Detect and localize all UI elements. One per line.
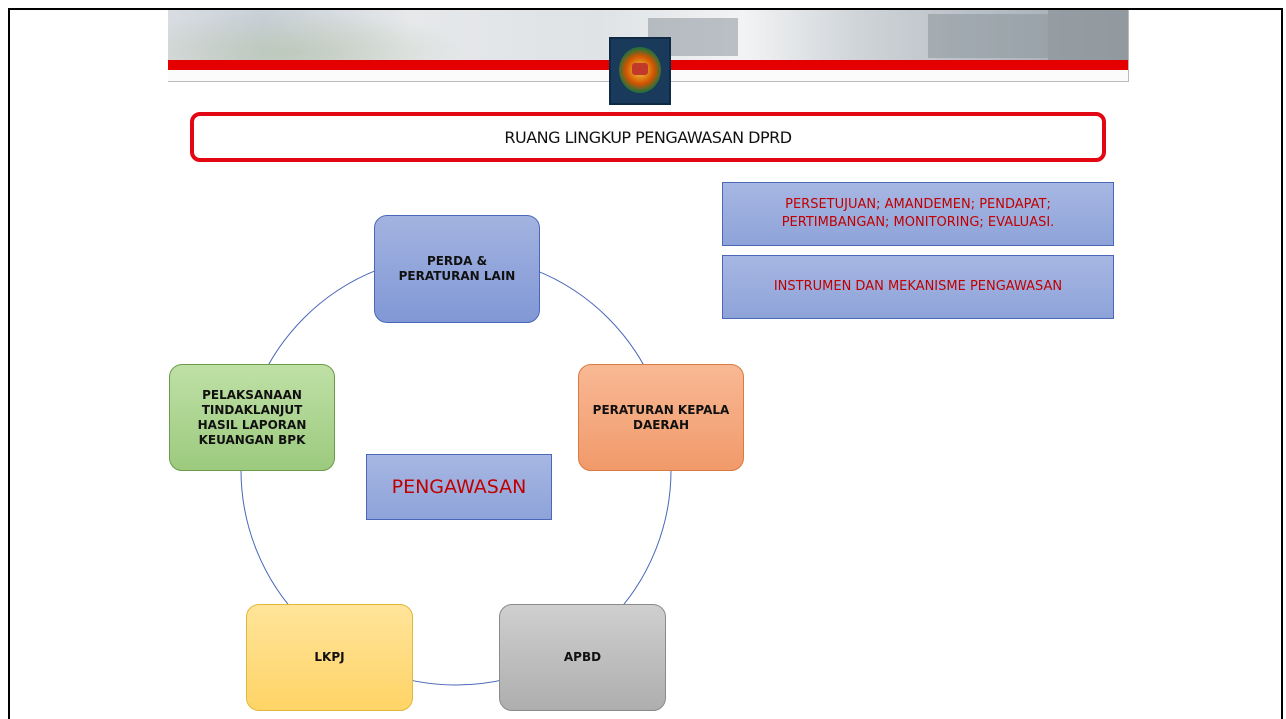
cycle-node-label: PELAKSANAAN TINDAKLANJUT HASIL LAPORAN K…: [197, 387, 307, 447]
cycle-node-peraturan-kepala-daerah: PERATURAN KEPALA DAERAH: [578, 364, 744, 471]
center-label-text: PENGAWASAN: [391, 476, 527, 498]
header-banner: [168, 10, 1129, 82]
info-box-instruments: INSTRUMEN DAN MEKANISME PENGAWASAN: [722, 255, 1114, 319]
page-title: RUANG LINGKUP PENGAWASAN DPRD: [190, 112, 1106, 162]
banner-building: [928, 14, 1048, 58]
center-label-pengawasan: PENGAWASAN: [366, 454, 552, 520]
cycle-node-label: APBD: [563, 650, 602, 664]
banner-building: [1048, 10, 1128, 60]
cycle-node-label: PERATURAN KEPALA DAERAH: [592, 402, 730, 432]
cycle-node-apbd: APBD: [499, 604, 666, 711]
frame-right-border: [1281, 8, 1283, 719]
garuda-emblem-logo: [609, 37, 671, 105]
info-box-text: PERSETUJUAN; AMANDEMEN; PENDAPAT; PERTIM…: [781, 197, 1055, 230]
cycle-node-label: PERDA & PERATURAN LAIN: [398, 254, 516, 283]
emblem-core: [632, 63, 648, 75]
info-box-supervision-actions: PERSETUJUAN; AMANDEMEN; PENDAPAT; PERTIM…: [722, 182, 1114, 246]
cycle-node-tindaklanjut-bpk: PELAKSANAAN TINDAKLANJUT HASIL LAPORAN K…: [169, 364, 335, 471]
cycle-node-perda: PERDA & PERATURAN LAIN: [374, 215, 540, 323]
frame-left-border: [8, 8, 10, 719]
frame-top-border: [8, 8, 1283, 10]
cycle-node-label: LKPJ: [314, 650, 345, 664]
info-box-text: INSTRUMEN DAN MEKANISME PENGAWASAN: [773, 279, 1063, 294]
cycle-node-lkpj: LKPJ: [246, 604, 413, 711]
